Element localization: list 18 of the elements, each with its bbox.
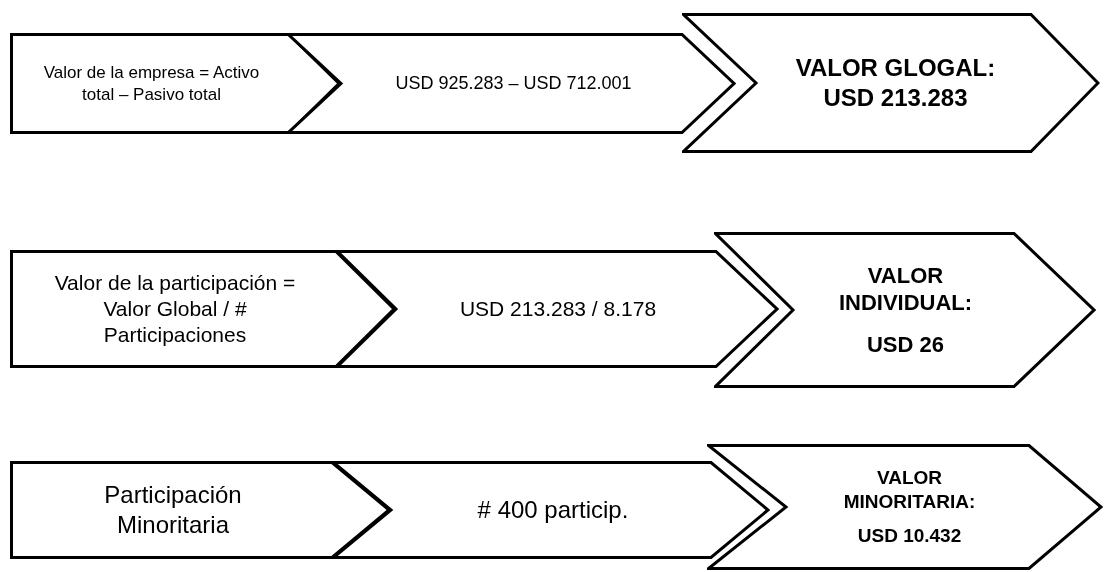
chevron-arrow-box xyxy=(336,250,779,368)
result-text: USD 10.432 xyxy=(857,523,962,548)
chevron-arrow-box xyxy=(10,250,396,368)
chevron-arrow-box xyxy=(10,461,391,559)
chevron-arrow-box xyxy=(682,13,1100,153)
step-text: Valor de la participación = Valor Global / # Participaciones xyxy=(53,269,297,349)
chevron-arrow-box xyxy=(707,444,1103,570)
result-text: VALOR GLOGAL: USD 213.283 xyxy=(794,53,997,113)
result-text: USD 26 xyxy=(866,330,944,359)
chevron-arrow-box xyxy=(10,33,341,134)
step-text: USD 213.283 / 8.178 xyxy=(459,295,657,322)
step-text: Participación Minoritaria xyxy=(103,480,243,540)
chevron-arrow-box xyxy=(287,33,736,134)
step-text: USD 925.283 – USD 712.001 xyxy=(395,72,632,95)
step-text: Valor de la empresa = Activo total – Pasivo total xyxy=(42,62,261,105)
result-text: VALOR INDIVIDUAL: xyxy=(837,261,974,317)
result-text: VALOR MINORITARIA: xyxy=(842,466,977,514)
chevron-arrow-box xyxy=(714,232,1096,388)
